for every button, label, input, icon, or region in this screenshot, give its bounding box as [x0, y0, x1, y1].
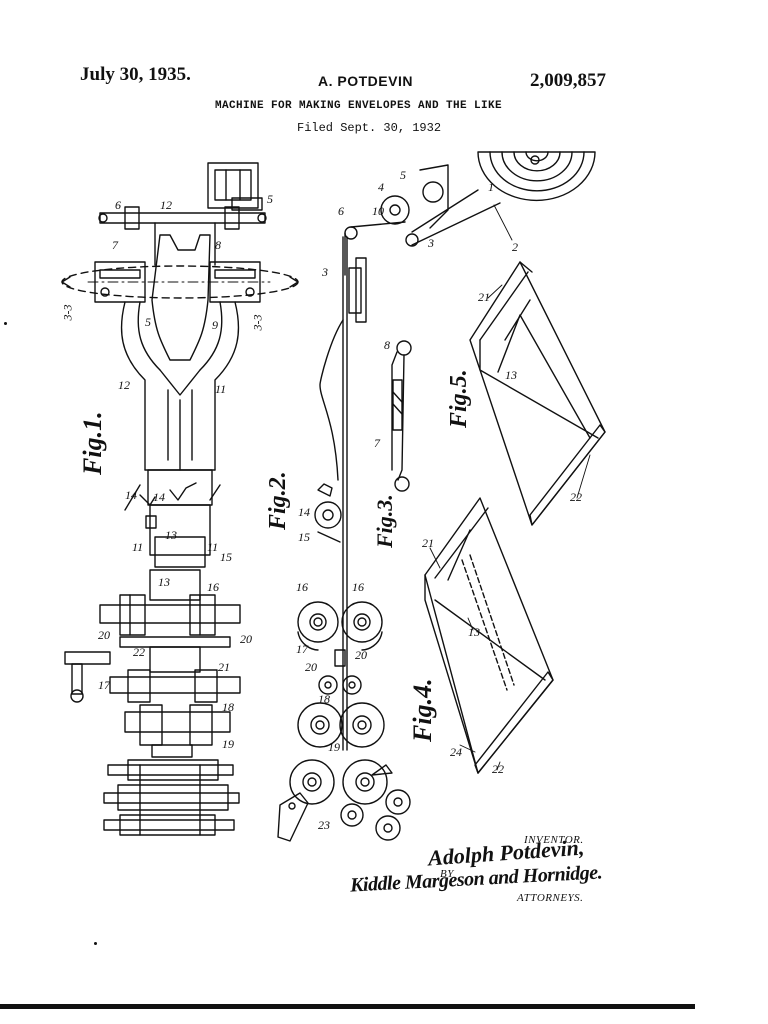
- speck: [94, 942, 97, 945]
- ref-numeral: 24: [450, 745, 462, 759]
- patent-number: 2,009,857: [530, 70, 606, 91]
- ref-numeral: 8: [215, 238, 221, 252]
- ref-numeral: 8: [384, 338, 390, 352]
- ref-numeral: 22: [492, 762, 504, 776]
- ref-numeral: 16: [352, 580, 364, 594]
- figure-3-section: [391, 340, 412, 492]
- bottom-rule: [0, 1004, 695, 1009]
- ref-numeral: 20: [355, 648, 367, 662]
- ref-numeral: 16: [207, 580, 219, 594]
- inventor-label: INVENTOR.: [524, 834, 584, 846]
- ref-numeral: 22: [133, 645, 145, 659]
- ref-numeral: 18: [222, 700, 234, 714]
- ref-numeral: 14: [125, 488, 137, 502]
- ref-numeral: 17: [98, 678, 110, 692]
- figure-2-side-elevation: [277, 151, 596, 842]
- ref-numeral: 19: [328, 740, 340, 754]
- ref-numeral: 17: [296, 642, 308, 656]
- ref-numeral: 13: [505, 368, 517, 382]
- ref-numeral: 13: [165, 528, 177, 542]
- ref-numeral: 22: [570, 490, 582, 504]
- ref-numeral: 15: [220, 550, 232, 564]
- ref-numeral: 20: [98, 628, 110, 642]
- section-line-label: 3-3: [250, 314, 265, 331]
- ref-numeral: 13: [468, 625, 480, 639]
- ref-numeral: 5: [145, 315, 151, 329]
- patent-title: MACHINE FOR MAKING ENVELOPES AND THE LIK…: [215, 100, 503, 112]
- section-line-label: 3-3: [60, 304, 75, 321]
- ref-numeral: 21: [478, 290, 490, 304]
- ref-numeral: 5: [267, 192, 273, 206]
- ref-numeral: 11: [132, 540, 144, 554]
- ref-numeral: 3: [322, 265, 328, 279]
- ref-numeral: 14: [298, 505, 310, 519]
- patent-date: July 30, 1935.: [80, 64, 191, 85]
- ref-numeral: 12: [118, 378, 130, 392]
- ref-numeral: 14: [153, 490, 165, 504]
- ref-numeral: 12: [160, 198, 172, 212]
- ref-numeral: 18: [318, 692, 330, 706]
- figure-3-label: Fig.3.: [372, 494, 397, 548]
- figure-4-label: Fig.4.: [408, 678, 437, 742]
- figure-5-tube-section: [469, 261, 606, 526]
- ref-numeral: 2: [512, 240, 518, 254]
- ref-numeral: 4: [378, 180, 384, 194]
- ref-numeral: 7: [112, 238, 118, 252]
- figure-4-tube-section: [424, 497, 554, 774]
- ref-numeral: 13: [158, 575, 170, 589]
- ref-numeral: 15: [298, 530, 310, 544]
- ref-numeral: 19: [222, 737, 234, 751]
- ref-numeral: 23: [318, 818, 330, 832]
- ref-numeral: 3: [428, 236, 434, 250]
- figure-1-label: Fig.1.: [78, 411, 107, 475]
- attorneys-label: ATTORNEYS.: [517, 892, 584, 904]
- inventor-name: A. POTDEVIN: [318, 73, 413, 89]
- figure-5-label: Fig.5.: [446, 369, 472, 428]
- ref-numeral: 20: [240, 632, 252, 646]
- ref-numeral: 16: [296, 580, 308, 594]
- ref-numeral: 6: [115, 198, 121, 212]
- ref-numeral: 1: [488, 180, 494, 194]
- ref-numeral: 7: [374, 436, 380, 450]
- ref-numeral: 11: [215, 382, 227, 396]
- ref-numeral: 9: [212, 318, 218, 332]
- ref-numeral: 10: [372, 204, 384, 218]
- ref-numeral: 21: [218, 660, 230, 674]
- ref-numeral: 20: [305, 660, 317, 674]
- ref-numeral: 11: [207, 540, 219, 554]
- ref-numeral: 21: [422, 536, 434, 550]
- by-label: BY: [440, 868, 454, 880]
- figure-2-label: Fig.2.: [265, 471, 291, 530]
- ref-numeral: 6: [338, 204, 344, 218]
- ref-numeral: 5: [400, 168, 406, 182]
- leader-lines: [429, 204, 591, 771]
- speck: [4, 322, 7, 325]
- patent-drawing: [61, 151, 606, 842]
- figure-1-machine-plan-view: [61, 162, 299, 836]
- filed-date: Filed Sept. 30, 1932: [297, 121, 442, 135]
